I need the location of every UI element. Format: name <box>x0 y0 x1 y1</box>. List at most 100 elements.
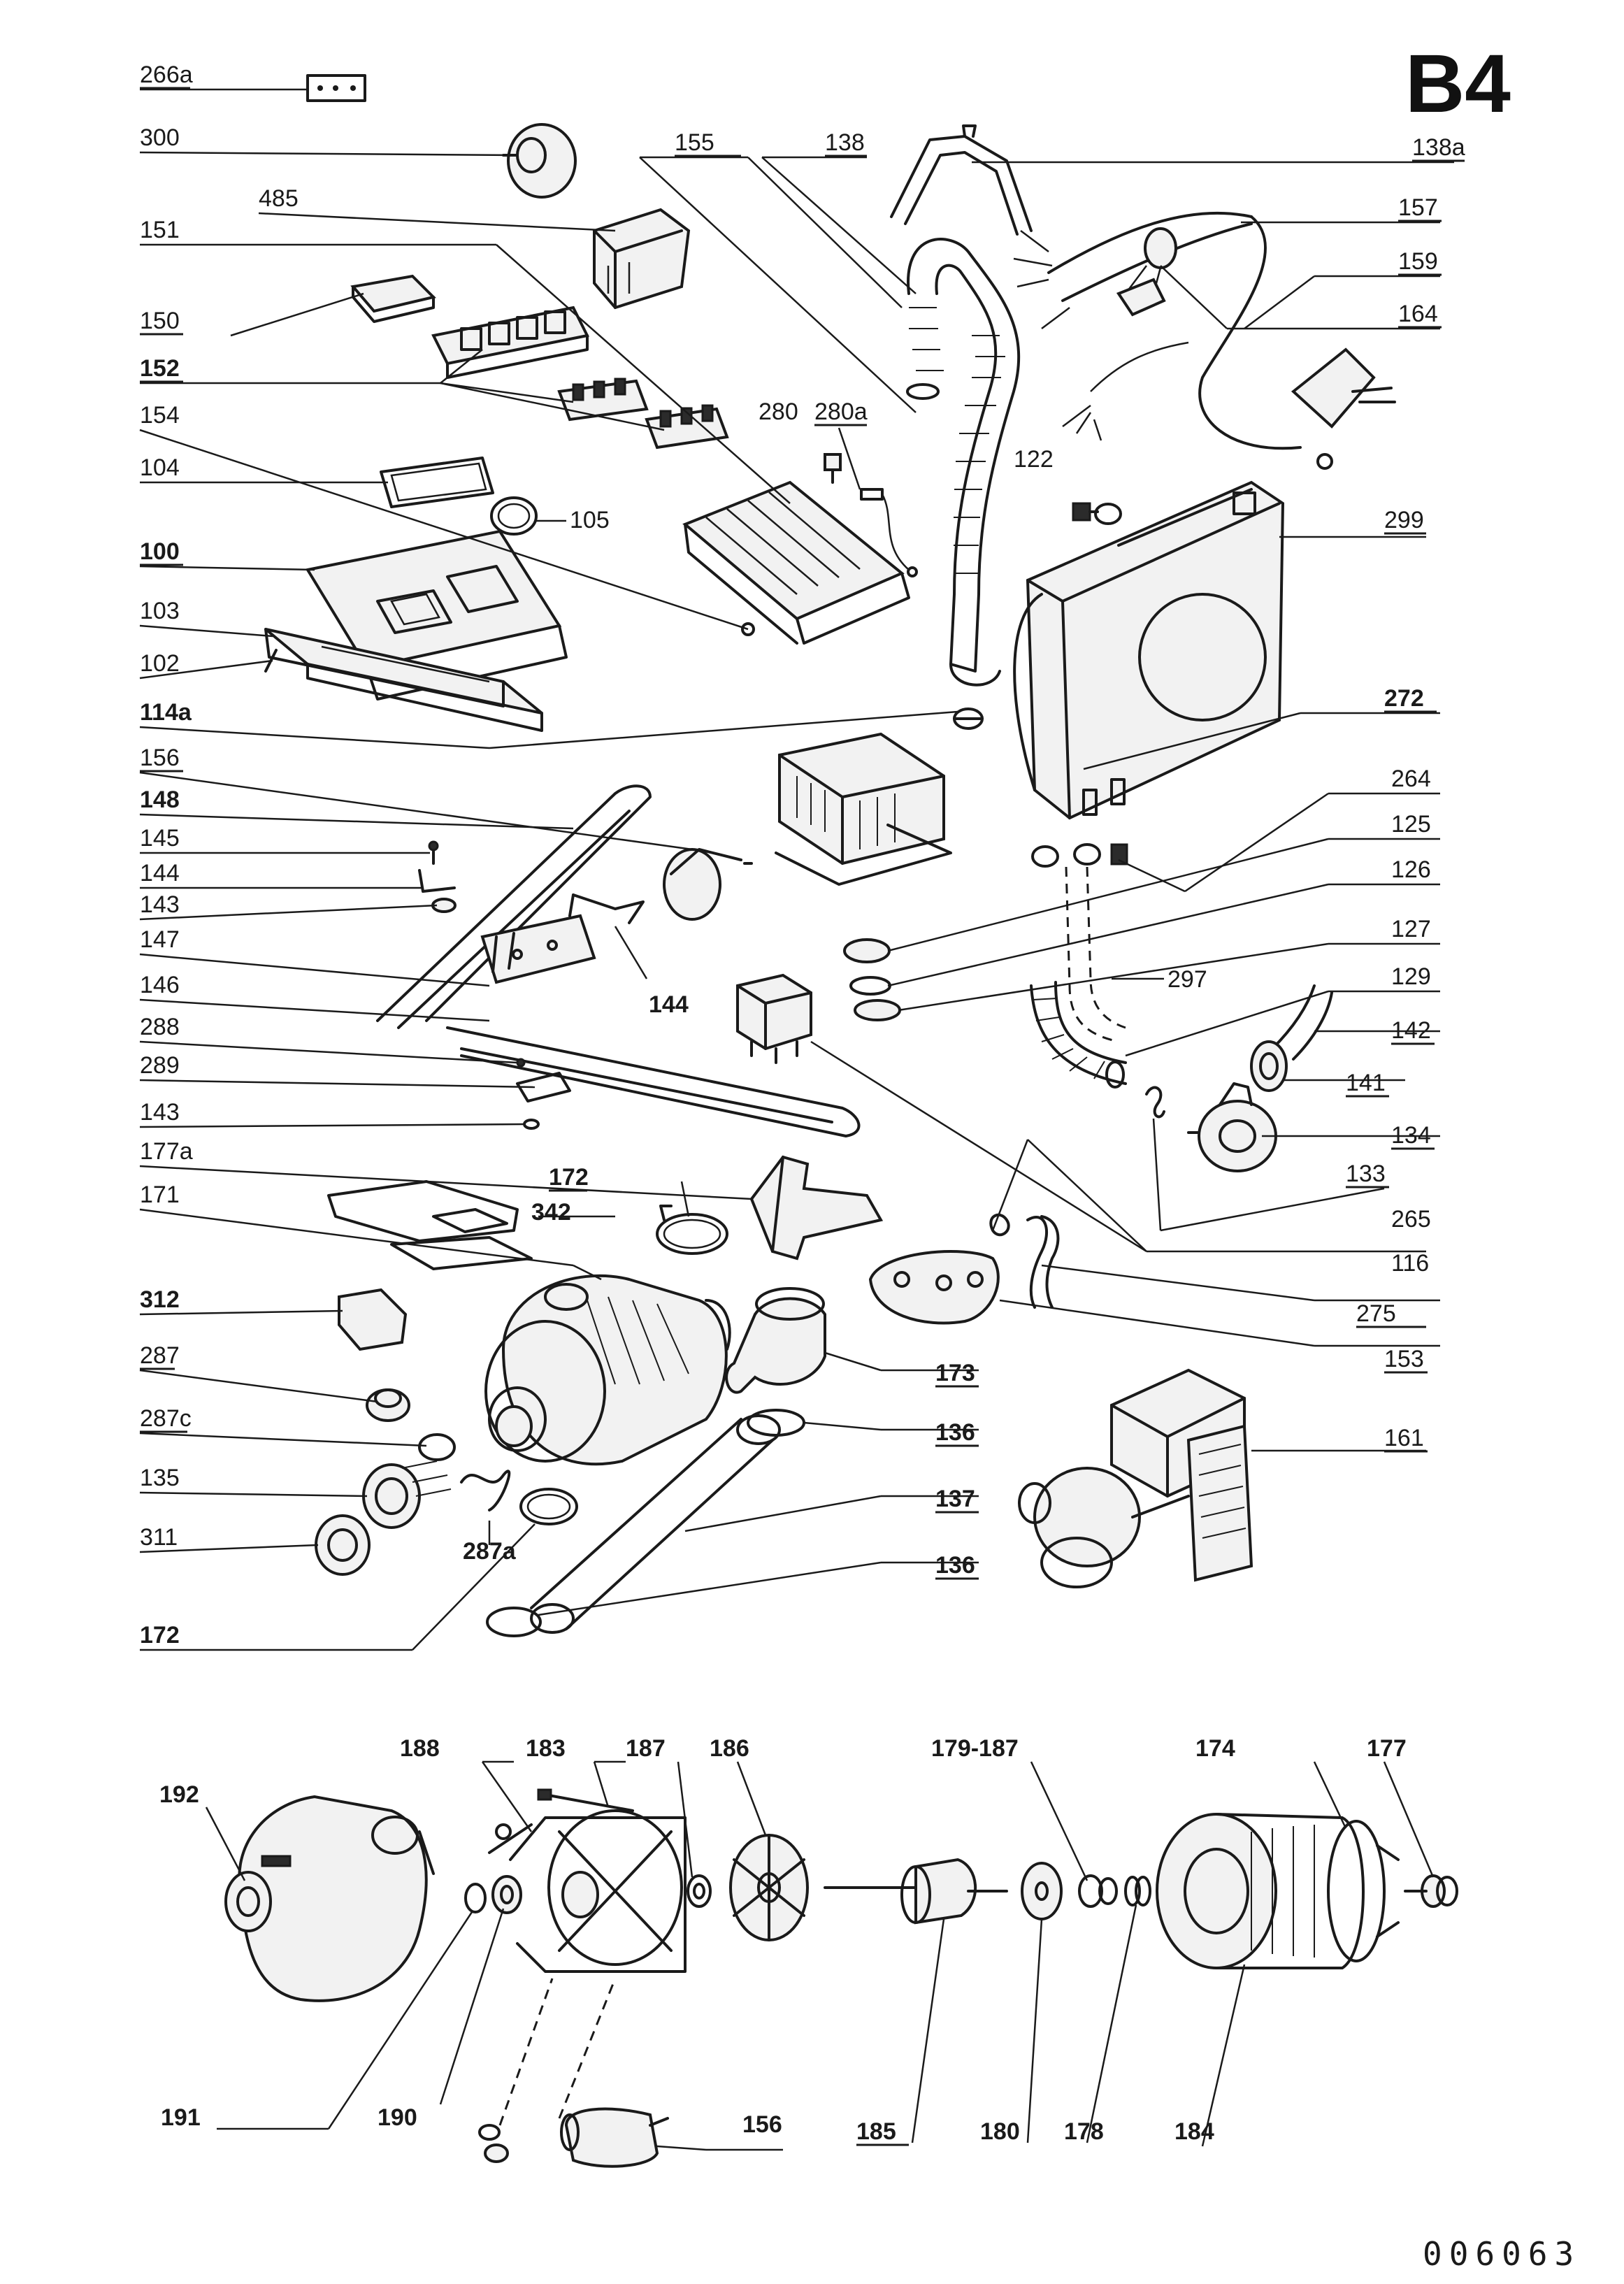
part-104-gasket <box>380 457 494 508</box>
label-264: 264 <box>1391 766 1431 792</box>
part-188-end-shield <box>488 1809 687 1973</box>
part-297-tube <box>1065 866 1126 1043</box>
part-148-heating-element <box>376 784 861 1137</box>
part-485-switch-block <box>593 208 691 310</box>
label-144-center: 144 <box>649 991 689 1018</box>
label-136-lower: 136 <box>935 1552 975 1579</box>
label-133: 133 <box>1346 1161 1386 1187</box>
label-138a: 138a <box>1412 134 1465 161</box>
label-280a: 280a <box>814 398 868 425</box>
label-186: 186 <box>710 1735 749 1762</box>
part-272-transformer <box>775 732 952 886</box>
label-100: 100 <box>140 538 180 565</box>
label-172-lower: 172 <box>140 1622 180 1649</box>
label-287a: 287a <box>463 1538 517 1565</box>
label-122: 122 <box>1014 446 1054 473</box>
label-146: 146 <box>140 972 180 998</box>
part-192-pump-housing <box>224 1795 435 2002</box>
document-number: 006063 <box>1423 2235 1581 2273</box>
label-151: 151 <box>140 217 180 243</box>
part-154-timer-unit <box>682 480 910 645</box>
part-144-bracket <box>568 893 645 924</box>
label-265: 265 <box>1391 1206 1431 1233</box>
label-155: 155 <box>675 129 714 156</box>
part-287c-filter <box>418 1433 456 1461</box>
label-300: 300 <box>140 124 180 151</box>
part-141-clip <box>1250 1040 1288 1092</box>
label-114a: 114a <box>140 699 192 726</box>
part-142-hose <box>1271 984 1333 1061</box>
part-186-impeller <box>729 1834 809 1941</box>
part-138-drain-hose <box>890 124 1033 687</box>
part-125-gear-nut <box>843 938 891 963</box>
label-342: 342 <box>531 1199 571 1226</box>
part-122-screw-washer <box>1072 502 1122 525</box>
label-143-upper: 143 <box>140 891 180 918</box>
label-289: 289 <box>140 1052 180 1079</box>
part-173-elbow <box>725 1287 826 1394</box>
part-145-screw <box>428 840 439 865</box>
part-135-sleeve <box>362 1460 452 1529</box>
part-299-air-break-chamber <box>1013 480 1285 820</box>
part-105-ring <box>490 496 538 536</box>
part-311-seal <box>315 1514 371 1576</box>
label-159: 159 <box>1398 248 1438 275</box>
part-illustrations <box>224 74 1458 2168</box>
page-code: B4 <box>1405 38 1511 130</box>
label-141: 141 <box>1346 1070 1386 1096</box>
label-156-lower: 156 <box>742 2111 782 2138</box>
part-179-187-bearing <box>1078 1874 1118 1908</box>
part-156-capacitor-lower <box>560 2107 669 2168</box>
part-150-small-switch <box>350 274 436 323</box>
label-157: 157 <box>1398 194 1438 221</box>
label-266a: 266a <box>140 62 193 88</box>
label-178: 178 <box>1064 2118 1104 2145</box>
label-172-upper: 172 <box>549 1164 589 1191</box>
label-142: 142 <box>1391 1017 1431 1044</box>
part-300-knob <box>502 123 577 199</box>
label-183: 183 <box>526 1735 566 1762</box>
part-275-hose <box>1026 1215 1060 1309</box>
label-311: 311 <box>140 1524 178 1551</box>
part-191-washer <box>464 1883 487 1913</box>
label-135: 135 <box>140 1465 180 1491</box>
part-185-rotor <box>824 1858 1008 1925</box>
label-125: 125 <box>1391 811 1431 838</box>
label-287c: 287c <box>140 1405 192 1432</box>
part-151-terminal-block <box>431 306 589 379</box>
label-171: 171 <box>140 1181 180 1208</box>
label-148: 148 <box>140 787 180 813</box>
label-174: 174 <box>1195 1735 1235 1762</box>
part-129-corrugated-hose <box>1030 981 1127 1089</box>
label-161: 161 <box>1384 1425 1424 1451</box>
part-drain-pump-assembly <box>484 1274 731 1466</box>
label-134: 134 <box>1391 1122 1431 1149</box>
label-179-187: 179-187 <box>931 1735 1019 1762</box>
label-188: 188 <box>400 1735 440 1762</box>
part-103-102-front-panel <box>264 628 543 732</box>
label-275: 275 <box>1356 1300 1396 1327</box>
part-136-hose-clamp-bottom <box>486 1607 542 1637</box>
label-192: 192 <box>159 1781 199 1808</box>
part-287-cap <box>366 1388 410 1422</box>
part-134-pressure-switch <box>1187 1082 1277 1172</box>
label-137: 137 <box>935 1486 975 1512</box>
label-184: 184 <box>1174 2118 1214 2145</box>
label-105: 105 <box>570 507 610 533</box>
part-172-hose-clamp-upper <box>656 1205 728 1255</box>
part-164-capacitor-lead <box>1116 227 1177 317</box>
label-102: 102 <box>140 650 180 677</box>
part-264-grommet <box>1031 843 1128 868</box>
label-145: 145 <box>140 825 180 852</box>
label-154: 154 <box>140 402 180 429</box>
label-297: 297 <box>1167 966 1207 993</box>
part-280-screw <box>824 453 842 484</box>
label-287: 287 <box>140 1342 180 1369</box>
label-127: 127 <box>1391 916 1431 942</box>
part-190-seal <box>491 1875 522 1914</box>
part-184-stator <box>1156 1813 1365 1969</box>
part-177-shaft-end <box>1404 1874 1458 1908</box>
label-147: 147 <box>140 926 180 953</box>
leader-lines <box>139 88 1454 2151</box>
